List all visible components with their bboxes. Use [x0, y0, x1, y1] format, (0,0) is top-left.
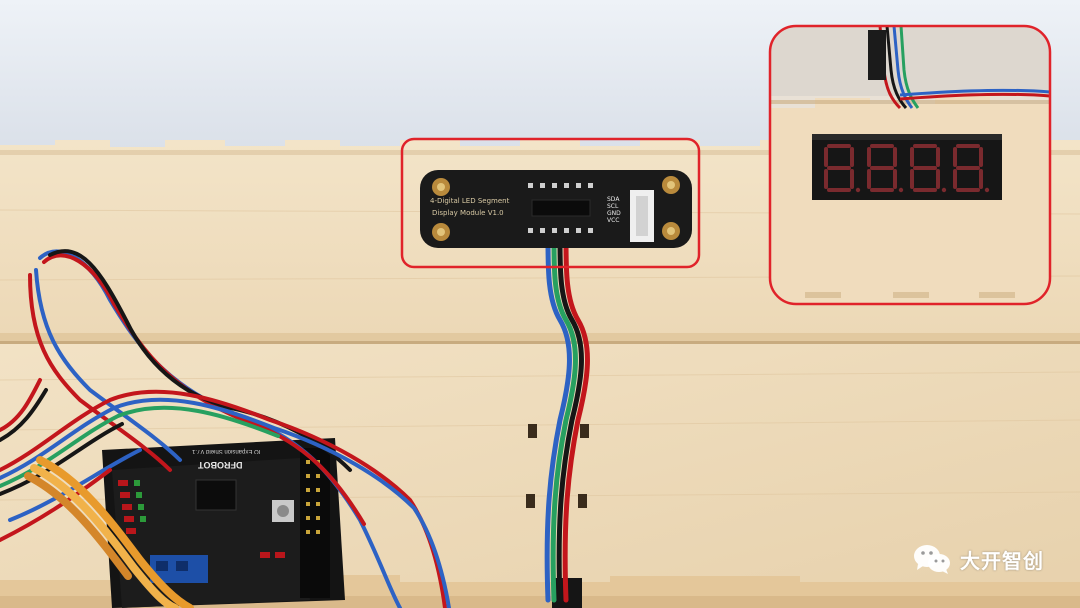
arduino-board	[102, 438, 345, 608]
module-title-line1: 4-Digital LED Segment	[430, 197, 510, 205]
pin-label-sda: SDA	[607, 196, 620, 203]
pin-label-scl: SCL	[607, 203, 619, 210]
inset-closeup	[768, 24, 1052, 306]
watermark-text: 大开智创	[960, 548, 1044, 573]
pin-label-vcc: VCC	[607, 217, 620, 224]
wechat-icon	[914, 545, 950, 574]
board-brand-label: DFROBOT	[198, 460, 243, 470]
watermark: 大开智创	[912, 542, 1044, 576]
led-module-pcb	[420, 170, 692, 248]
pin-label-gnd: GND	[607, 210, 621, 217]
module-highlight-box	[400, 137, 701, 269]
inset-highlight-box	[768, 24, 1052, 306]
module-title-line2: Display Module V1.0	[432, 209, 504, 217]
led-decimal-point	[984, 187, 990, 193]
ribbon-cable	[24, 456, 194, 608]
led-decimal-point	[898, 187, 904, 193]
board-sub-label: IO Expansion Shield V7.1	[192, 448, 261, 454]
led-digits	[824, 144, 990, 193]
led-decimal-point	[855, 187, 861, 193]
led-decimal-point	[941, 187, 947, 193]
